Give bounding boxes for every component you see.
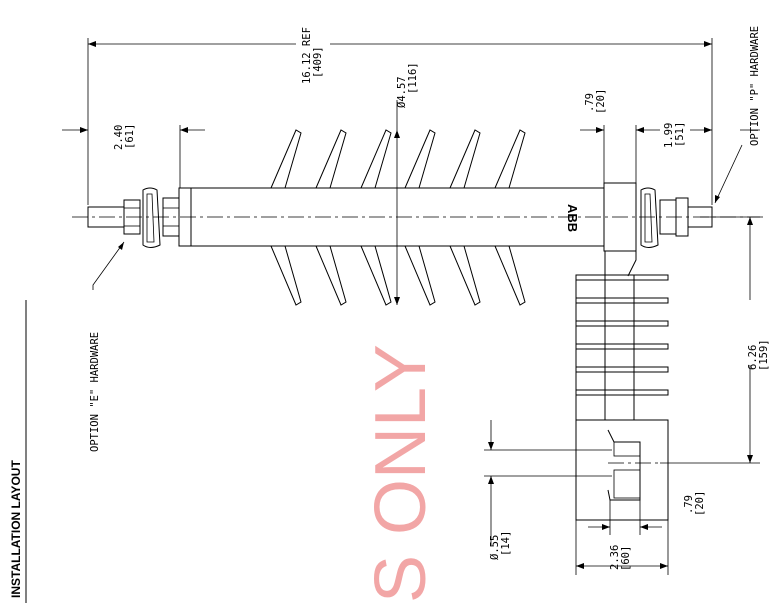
option-e-label: OPTION "E" HARDWARE [89, 332, 101, 452]
svg-text:OPTION "P" HARDWARE: OPTION "P" HARDWARE [749, 26, 761, 146]
end-fitting-length-label: 2.40 [61] [113, 124, 136, 150]
overall-length-dimension [87, 38, 713, 205]
p-fitting-length-label: 1.99 [51] [663, 122, 686, 148]
hole-diameter-dimension [484, 420, 612, 545]
p-fitting-dimensions [580, 125, 760, 183]
svg-text:.79: .79 [683, 495, 695, 514]
svg-text:OPTION "E" HARDWARE: OPTION "E" HARDWARE [89, 332, 101, 452]
svg-text:.79: .79 [584, 93, 596, 112]
svg-text:6.26: 6.26 [747, 345, 759, 370]
svg-text:[14]: [14] [500, 531, 512, 556]
abb-logo-text: ABB [565, 204, 580, 232]
base-dimensions [575, 500, 669, 575]
watermark: S ONLY [361, 344, 441, 603]
option-p-label: OPTION "P" HARDWARE [749, 26, 761, 146]
end-fitting-length-dimension [62, 125, 205, 188]
hole-diameter-label: Ø.55 [14] [489, 531, 512, 560]
overall-length-label: 16.12 REF [409] [301, 27, 324, 84]
svg-text:Ø.55: Ø.55 [489, 535, 501, 560]
svg-text:[51]: [51] [674, 122, 686, 147]
abb-logo: ABB [565, 204, 580, 232]
base-width-label: 2.36 [60] [609, 545, 632, 571]
option-e-leader [92, 241, 125, 290]
mounting-base [575, 251, 669, 521]
watermark-text: S ONLY [361, 344, 441, 603]
svg-text:1.99: 1.99 [663, 123, 675, 148]
svg-text:[60]: [60] [620, 546, 632, 571]
svg-text:[159]: [159] [758, 339, 769, 371]
end-fitting-e [87, 187, 192, 248]
side-title-text: INSTALLATION LAYOUT [9, 460, 23, 598]
p-fitting-offset-label: .79 [20] [584, 89, 607, 114]
svg-text:[61]: [61] [124, 124, 136, 149]
base-offset-label: .79 [20] [683, 491, 706, 516]
svg-text:16.12 REF: 16.12 REF [301, 27, 313, 84]
svg-text:2.40: 2.40 [113, 125, 125, 150]
shed-diameter-dimension [394, 100, 400, 305]
svg-text:2.36: 2.36 [609, 545, 621, 570]
svg-text:[409]: [409] [312, 46, 324, 78]
svg-text:[20]: [20] [694, 491, 706, 516]
option-p-leader [714, 144, 743, 204]
svg-text:[116]: [116] [407, 62, 419, 94]
svg-text:[20]: [20] [595, 89, 607, 114]
mount-height-dimension [660, 216, 760, 464]
mount-height-label: 6.26 [159] [747, 339, 769, 371]
svg-text:Ø4.57: Ø4.57 [396, 76, 408, 108]
shed-diameter-label: Ø4.57 [116] [396, 62, 419, 108]
end-fitting-p [603, 182, 713, 277]
side-title: INSTALLATION LAYOUT [9, 460, 23, 598]
insulator-sheds [270, 129, 526, 306]
